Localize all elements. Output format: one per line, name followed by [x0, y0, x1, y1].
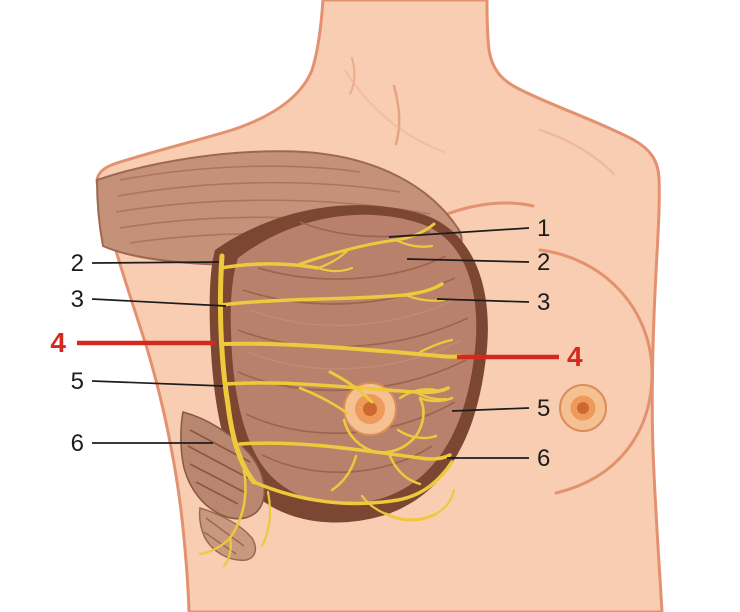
- areola-right: [559, 384, 607, 432]
- nipple-left: [363, 402, 377, 416]
- leader-line-right-5: [451, 407, 530, 412]
- neck-base-shading: [344, 69, 446, 153]
- nerve-branches: [198, 222, 462, 568]
- disc-highlights: [247, 297, 463, 370]
- pectoral-disc-muscle: [230, 214, 477, 505]
- label-right-3: 3: [537, 289, 550, 316]
- neck-shading-line: [392, 84, 401, 146]
- serratus-striations: [187, 429, 251, 505]
- label-right-5: 5: [537, 395, 550, 422]
- label-left-4: 4: [50, 327, 66, 358]
- shoulder-shading-line: [538, 128, 616, 176]
- labels-left: 2 3 4 5 6: [50, 250, 84, 457]
- labels-right: 1 2 3 4 5 6: [537, 215, 583, 472]
- leader-line-left-2: [91, 261, 220, 264]
- nerve-trunk: [217, 253, 257, 485]
- nipple-right: [577, 402, 589, 414]
- label-left-5: 5: [71, 368, 84, 395]
- leader-line-left-5: [91, 380, 224, 387]
- right-breast-contour: [538, 248, 654, 495]
- leader-line-right-2: [406, 258, 530, 263]
- label-right-4: 4: [567, 341, 583, 372]
- clavicle-line: [445, 201, 535, 216]
- label-right-6: 6: [537, 445, 550, 472]
- leader-lines-emphasis: [77, 340, 559, 360]
- label-left-3: 3: [71, 286, 84, 313]
- leader-lines: [91, 227, 530, 459]
- label-left-2: 2: [71, 250, 84, 277]
- label-right-1: 1: [537, 215, 550, 242]
- leader-line-right-3: [436, 298, 530, 303]
- label-right-2: 2: [537, 249, 550, 276]
- leader-line-right-1: [388, 227, 530, 238]
- leader-line-left-3: [91, 298, 227, 307]
- neck-shading-line-2: [349, 57, 356, 95]
- areola-left: [343, 382, 397, 436]
- label-left-6: 6: [71, 430, 84, 457]
